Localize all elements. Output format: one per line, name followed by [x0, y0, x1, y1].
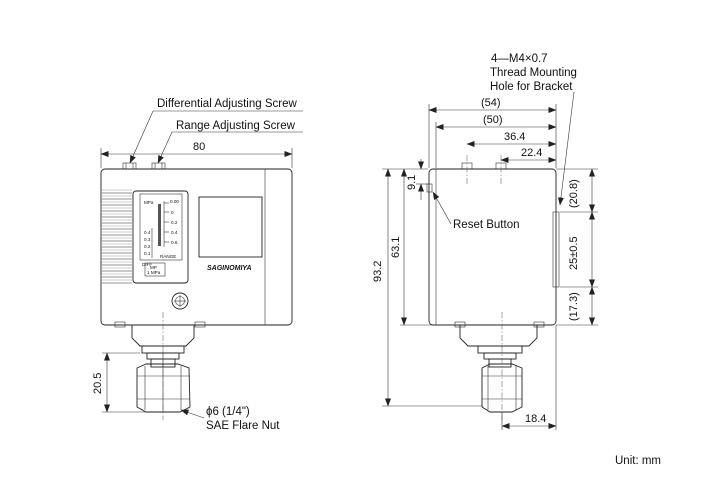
side-view: (54) (50) 36.4 22.4 4—M4×0.7 Thread Moun… [372, 53, 598, 430]
dim-17-3: (17.3) [568, 292, 580, 321]
brand-logo: SAGINOMIYA [207, 265, 252, 272]
scale-unit: MPa [144, 200, 154, 205]
side-housing [428, 168, 557, 326]
scale-value-1: 0.2 [171, 220, 178, 225]
cover-screw-icon [171, 292, 189, 310]
dim-9-1: 9.1 [406, 175, 418, 190]
unit-label: Unit: mm [615, 455, 661, 467]
label-flare-line2: SAE Flare Nut [206, 420, 280, 432]
dim-93-2: 93.2 [372, 261, 384, 282]
scale-range-label: RANGE [160, 254, 176, 259]
scale-value-2: 0.4 [171, 230, 178, 235]
front-window [198, 196, 263, 258]
scale-left-value-1: 0.3 [144, 237, 151, 242]
scale-diff-box-line2: 1 MPa [147, 270, 161, 275]
dim-50: (50) [483, 114, 503, 126]
label-differential-screw: Differential Adjusting Screw [157, 98, 297, 110]
label-flare-line1: ϕ6 (1/4") [206, 406, 250, 418]
scale-diff-box-line1: MP [150, 265, 157, 270]
dim-20-8: (20.8) [568, 179, 580, 208]
label-mount-line2: Thread Mounting [490, 67, 577, 79]
scale-diff-label: DIFF [142, 262, 152, 267]
pressure-scale: MPa 0.00 0 0.2 0.4 0.6 0.4 0.3 0.2 0.1 R… [132, 190, 189, 284]
dim-18-4: 18.4 [525, 413, 546, 425]
scale-value-0: 0 [171, 210, 174, 215]
scale-top-value: 0.00 [170, 199, 179, 204]
label-reset-button: Reset Button [453, 219, 519, 231]
dim-width: 80 [193, 141, 205, 153]
label-range-screw: Range Adjusting Screw [176, 120, 296, 132]
label-mount-line1: 4—M4×0.7 [491, 53, 548, 65]
front-fins [102, 189, 132, 285]
dim-25: 25±0.5 [568, 236, 580, 270]
label-mount-line3: Hole for Bracket [490, 81, 573, 93]
dim-54: (54) [481, 97, 501, 109]
dim-63-1: 63.1 [390, 237, 402, 258]
side-flare-connection [459, 325, 538, 413]
scale-value-3: 0.6 [171, 240, 178, 245]
dim-36-4: 36.4 [504, 131, 525, 143]
scale-left-value-2: 0.2 [144, 244, 151, 249]
scale-left-value-0: 0.4 [144, 230, 151, 235]
differential-screw [122, 162, 137, 170]
dim-22-4: 22.4 [521, 147, 542, 159]
range-screw [151, 162, 166, 170]
scale-left-value-3: 0.1 [144, 251, 151, 256]
front-view: MPa 0.00 0 0.2 0.4 0.6 0.4 0.3 0.2 0.1 R… [92, 98, 303, 432]
front-housing [100, 168, 293, 326]
reset-button-icon [426, 183, 433, 193]
dim-20-5: 20.5 [92, 373, 104, 394]
